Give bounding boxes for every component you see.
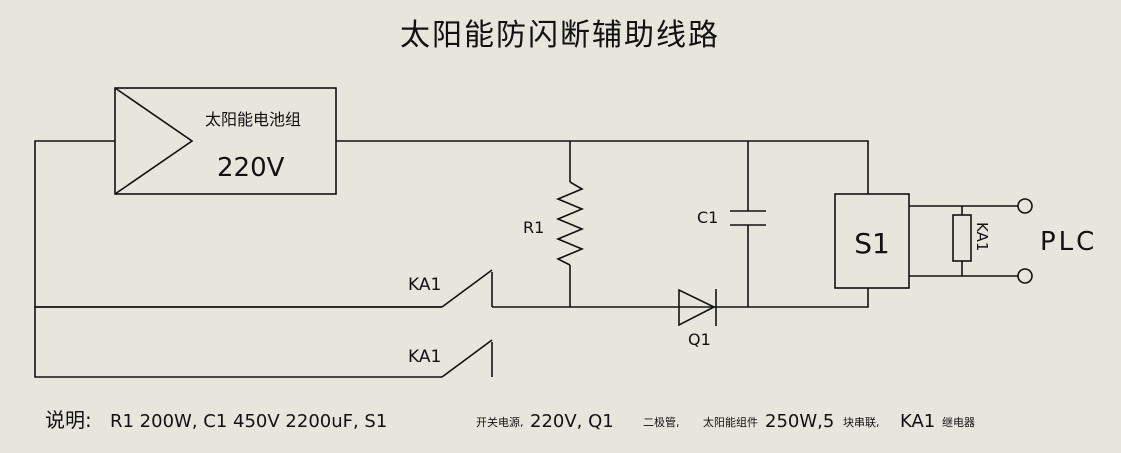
s1-label: S1 <box>854 227 890 260</box>
relay-coil-ka1: KA1 <box>909 205 1018 277</box>
r1-label: R1 <box>523 218 544 237</box>
note-part-1: R1 200W, C1 450V 2200uF, S1 <box>110 411 387 432</box>
note-part-9: 继电器 <box>942 416 975 429</box>
note-part-5: 太阳能组件 <box>703 415 758 429</box>
power-supply-s1: S1 <box>834 193 910 289</box>
solar-panel-symbol <box>114 87 194 195</box>
solar-panel-block: 太阳能电池组 220V <box>114 87 337 195</box>
ka1-contact-bottom-label: KA1 <box>408 347 441 367</box>
note-part-7: 块串联, <box>843 416 880 429</box>
diode-q1: Q1 <box>678 288 717 349</box>
solar-panel-voltage: 220V <box>217 153 285 183</box>
q1-label: Q1 <box>688 330 711 349</box>
terminal-bottom <box>1017 268 1033 284</box>
plc-terminals: PLC <box>1017 198 1097 284</box>
note-part-4: 二极管, <box>643 415 680 429</box>
note-part-6: 250W,5 <box>765 411 834 432</box>
note-part-2: 开关电源, <box>476 415 524 429</box>
ka1-contact-top-label: KA1 <box>408 275 441 295</box>
terminal-top <box>1017 198 1033 214</box>
solar-panel-name: 太阳能电池组 <box>205 110 301 129</box>
capacitor-c1: C1 <box>697 141 766 307</box>
note-prefix: 说明: <box>45 408 92 432</box>
ka1-coil-label: KA1 <box>973 222 991 251</box>
wires <box>34 140 869 378</box>
note-part-3: 220V, Q1 <box>530 411 614 432</box>
diagram-title: 太阳能防闪断辅助线路 <box>400 18 720 53</box>
explanation-note: 说明: R1 200W, C1 450V 2200uF, S1 开关电源, 22… <box>45 408 975 432</box>
plc-label: PLC <box>1040 227 1097 257</box>
ka1-contact-bottom: KA1 <box>408 339 493 378</box>
ka1-contact-top: KA1 <box>408 269 493 308</box>
c1-label: C1 <box>697 208 718 227</box>
note-part-8: KA1 <box>900 411 935 432</box>
resistor-r1: R1 <box>523 141 585 307</box>
